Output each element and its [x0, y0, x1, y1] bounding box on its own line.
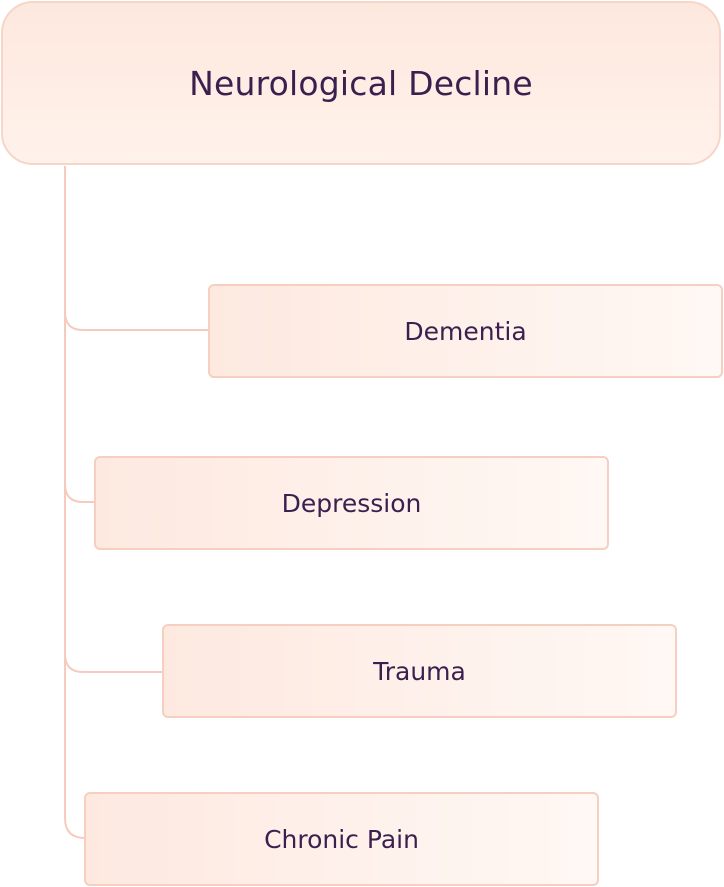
trunk-line — [64, 166, 86, 839]
connector-depression — [64, 483, 95, 503]
connector-trauma — [64, 653, 163, 673]
child-node-dementia: Dementia — [208, 284, 723, 378]
child-node-trauma: Trauma — [162, 624, 677, 718]
child-node-depression: Depression — [94, 456, 609, 550]
root-node-label: Neurological Decline — [189, 63, 533, 103]
child-node-label: Dementia — [404, 316, 527, 346]
connector-dementia — [64, 311, 209, 331]
root-node: Neurological Decline — [1, 1, 721, 165]
child-node-chronic-pain: Chronic Pain — [84, 792, 599, 886]
child-node-label: Trauma — [373, 656, 466, 686]
child-node-label: Depression — [281, 488, 422, 518]
child-node-label: Chronic Pain — [264, 824, 419, 854]
